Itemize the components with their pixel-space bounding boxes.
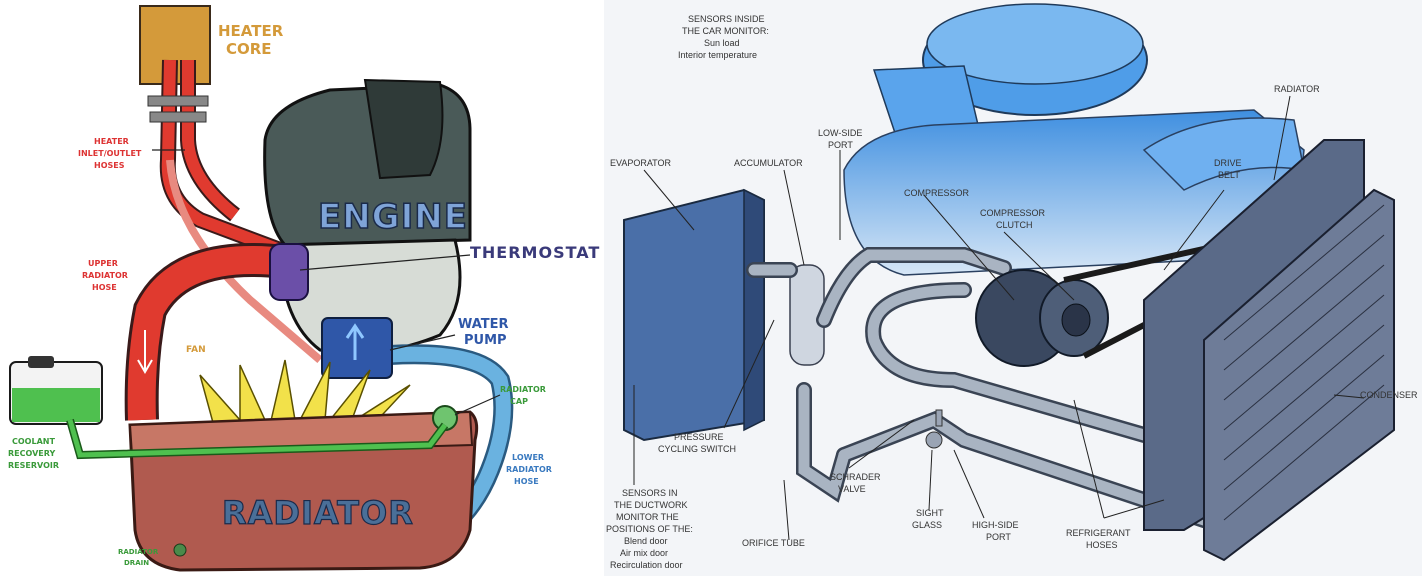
heater-return-hose bbox=[166, 159, 323, 364]
label-fan: FAN bbox=[186, 345, 206, 355]
cooling-system-svg: HEATER CORE HEATER INLET/OUTLET HOSES EN… bbox=[8, 5, 600, 572]
schrader-valve bbox=[935, 409, 943, 427]
label-radiator-drain-1: RADIATOR bbox=[118, 548, 159, 556]
radiator-drain bbox=[173, 543, 187, 557]
thermostat bbox=[269, 243, 309, 301]
ac-system-svg: SENSORS INSIDE THE CAR MONITOR: Sun load… bbox=[606, 3, 1418, 570]
label-low-side-port-2: PORT bbox=[828, 140, 853, 150]
label-compressor: COMPRESSOR bbox=[904, 188, 970, 198]
label-engine: ENGINE bbox=[318, 197, 468, 237]
label-water-pump-1: WATER bbox=[458, 317, 509, 332]
label-reservoir-2: RECOVERY bbox=[8, 449, 55, 458]
label-sensors-duct-4: POSITIONS OF THE: bbox=[606, 524, 693, 534]
water-pump bbox=[321, 317, 393, 379]
label-radiator: RADIATOR bbox=[1274, 84, 1320, 94]
label-compressor-clutch-2: CLUTCH bbox=[996, 220, 1033, 230]
engine-head bbox=[363, 78, 444, 180]
label-low-side-port-1: LOW-SIDE bbox=[818, 128, 862, 138]
label-drive-belt-1: DRIVE bbox=[1214, 158, 1242, 168]
label-radiator-drain-2: DRAIN bbox=[124, 559, 149, 567]
label-drive-belt-2: BELT bbox=[1218, 170, 1240, 180]
label-sight-glass-1: SIGHT bbox=[916, 508, 944, 518]
label-high-side-port-1: HIGH-SIDE bbox=[972, 520, 1019, 530]
label-water-pump-2: PUMP bbox=[464, 333, 507, 348]
condenser bbox=[1203, 188, 1395, 562]
upper-hose-flow-arrow bbox=[137, 330, 153, 374]
ac-system-diagram: SENSORS INSIDE THE CAR MONITOR: Sun load… bbox=[604, 0, 1422, 576]
label-schrader-valve-2: VALVE bbox=[838, 484, 866, 494]
label-sensors-duct-3: MONITOR THE bbox=[616, 512, 679, 522]
label-heater-core-2: CORE bbox=[226, 40, 272, 58]
reservoir-fluid bbox=[12, 388, 100, 422]
air-cleaner-lid bbox=[926, 3, 1144, 85]
label-radiator-cap-2: CAP bbox=[510, 397, 528, 406]
label-sensors-duct-7: Recirculation door bbox=[610, 560, 683, 570]
condenser-fins bbox=[1223, 204, 1385, 521]
label-lower-hose-3: HOSE bbox=[514, 477, 539, 486]
label-pressure-switch-2: CYCLING SWITCH bbox=[658, 444, 736, 454]
hose-clamp-bottom bbox=[149, 111, 207, 123]
evaporator-side bbox=[743, 188, 765, 432]
evaporator bbox=[623, 188, 765, 442]
label-radiator: RADIATOR bbox=[222, 494, 414, 532]
hose-clamp-top bbox=[147, 95, 209, 107]
fan bbox=[199, 359, 411, 432]
label-upper-hose-1: UPPER bbox=[88, 259, 118, 268]
label-sensors-car-1: SENSORS INSIDE bbox=[688, 14, 765, 24]
label-refrigerant-hoses-1: REFRIGERANT bbox=[1066, 528, 1131, 538]
label-high-side-port-2: PORT bbox=[986, 532, 1011, 542]
label-heater-core-1: HEATER bbox=[218, 22, 284, 40]
label-orifice-tube: ORIFICE TUBE bbox=[742, 538, 805, 548]
label-sensors-car-3: Sun load bbox=[704, 38, 740, 48]
cooling-system-diagram: HEATER CORE HEATER INLET/OUTLET HOSES EN… bbox=[0, 0, 600, 576]
label-sight-glass-2: GLASS bbox=[912, 520, 942, 530]
label-schrader-valve-1: SCHRADER bbox=[830, 472, 881, 482]
label-sensors-duct-2: THE DUCTWORK bbox=[614, 500, 688, 510]
label-lower-hose-2: RADIATOR bbox=[506, 465, 552, 474]
label-condenser: CONDENSER bbox=[1360, 390, 1418, 400]
label-sensors-duct-1: SENSORS IN bbox=[622, 488, 678, 498]
label-sensors-duct-5: Blend door bbox=[624, 536, 668, 546]
label-heater-hoses-1: HEATER bbox=[94, 137, 129, 146]
label-refrigerant-hoses-2: HOSES bbox=[1086, 540, 1118, 550]
label-heater-hoses-3: HOSES bbox=[94, 161, 125, 170]
upper-radiator-hose bbox=[127, 246, 287, 421]
label-upper-hose-2: RADIATOR bbox=[82, 271, 128, 280]
label-reservoir-1: COOLANT bbox=[12, 437, 55, 446]
left-leader-lines bbox=[152, 149, 501, 416]
label-pressure-switch-1: PRESSURE bbox=[674, 432, 724, 442]
right-leader-lines bbox=[633, 95, 1365, 541]
label-reservoir-3: RESERVOIR bbox=[8, 461, 59, 470]
label-accumulator: ACCUMULATOR bbox=[734, 158, 803, 168]
sight-glass bbox=[925, 431, 943, 449]
label-sensors-car-4: Interior temperature bbox=[678, 50, 757, 60]
label-lower-hose-1: LOWER bbox=[512, 453, 544, 462]
overflow-tube bbox=[67, 419, 447, 458]
refrigerant-lines bbox=[748, 249, 1210, 526]
label-evaporator: EVAPORATOR bbox=[610, 158, 672, 168]
clutch-hub bbox=[1061, 303, 1091, 337]
label-upper-hose-3: HOSE bbox=[92, 283, 117, 292]
heater-outlet-hose bbox=[182, 60, 239, 220]
radiator-hose-upper bbox=[1142, 117, 1305, 191]
label-compressor-clutch-1: COMPRESSOR bbox=[980, 208, 1046, 218]
label-radiator-cap-1: RADIATOR bbox=[500, 385, 546, 394]
water-pump-flow-arrow bbox=[345, 323, 365, 360]
reservoir-cap bbox=[28, 356, 54, 368]
label-heater-hoses-2: INLET/OUTLET bbox=[78, 149, 142, 158]
label-thermostat: THERMOSTAT bbox=[470, 243, 600, 262]
label-sensors-duct-6: Air mix door bbox=[620, 548, 668, 558]
label-sensors-car-2: THE CAR MONITOR: bbox=[682, 26, 769, 36]
